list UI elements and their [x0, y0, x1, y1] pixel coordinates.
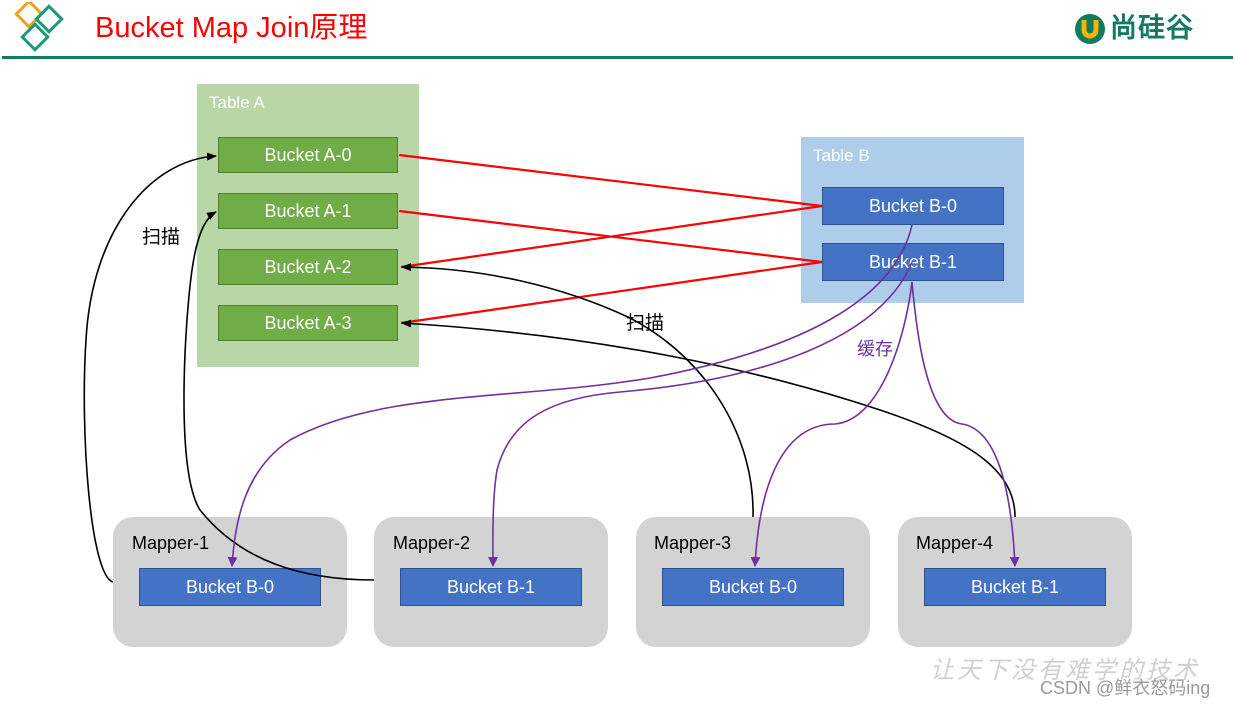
scan-annotation-middle: 扫描	[626, 313, 665, 334]
mapper-3-label: Mapper-3	[654, 533, 732, 553]
mapper-1-label: Mapper-1	[132, 533, 210, 553]
scan-link-m4-a3	[401, 319, 1016, 518]
scan-annotation-left: 扫描	[142, 227, 181, 248]
join-link-b1-a3	[400, 260, 823, 325]
watermark-credit: CSDN @鲜衣怒码ing	[1040, 678, 1211, 698]
header-divider	[2, 56, 1233, 59]
mapper-2-label: Mapper-2	[393, 533, 471, 553]
brand-logo-text: 尚硅谷	[1110, 13, 1194, 43]
shangguigu-u-logo-icon	[1075, 14, 1105, 44]
scan-link-m3-a2	[401, 263, 754, 518]
bucket-a-0: Bucket A-0	[218, 137, 398, 173]
bucket-b-0: Bucket B-0	[822, 187, 1004, 225]
cache-annotation: 缓存	[857, 339, 893, 359]
table-a-label: Table A	[209, 93, 265, 112]
bucket-a-1: Bucket A-1	[218, 193, 398, 229]
bucket-a-3: Bucket A-3	[218, 305, 398, 341]
table-b-label: Table B	[813, 146, 870, 165]
mapper-4-bucket: Bucket B-1	[924, 568, 1106, 606]
join-link-a1-b1	[398, 209, 823, 264]
mapper-3-bucket: Bucket B-0	[662, 568, 844, 606]
diamond-squares-icon	[14, 2, 64, 52]
join-link-a0-b0	[398, 153, 823, 208]
bucket-a-2: Bucket A-2	[218, 249, 398, 285]
bucket-b-1: Bucket B-1	[822, 243, 1004, 281]
join-link-b0-a2	[400, 204, 823, 269]
mapper-1-bucket: Bucket B-0	[139, 568, 321, 606]
mapper-2-bucket: Bucket B-1	[400, 568, 582, 606]
mapper-4-label: Mapper-4	[916, 533, 994, 553]
watermark-slogan: 让天下没有难学的技术	[930, 656, 1200, 684]
page-title: Bucket Map Join原理	[95, 12, 368, 44]
